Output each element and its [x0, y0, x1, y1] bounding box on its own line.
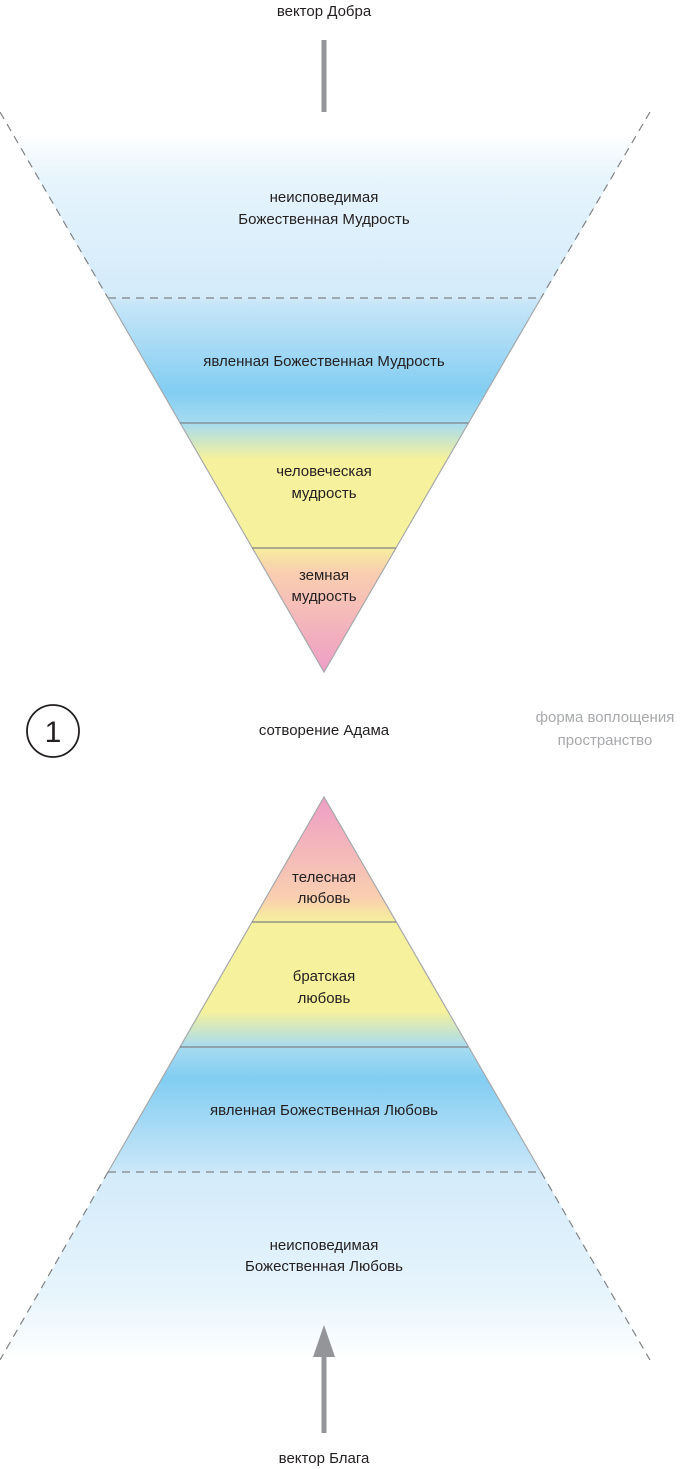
vector-good-label: вектор Добра	[277, 3, 372, 20]
number-circle	[26, 704, 80, 758]
level-brotherly-love-line1: братская	[293, 968, 356, 985]
side-note-line2: пространство	[558, 732, 653, 749]
level-unsearchable-wisdom-line2: Божественная Мудрость	[238, 211, 410, 228]
level-unsearchable-love-line1: неисповедимая	[270, 1237, 379, 1254]
level-revealed-love: явленная Божественная Любовь	[210, 1102, 438, 1119]
stage-title: сотворение Адама	[259, 722, 390, 739]
level-brotherly-love-line2: любовь	[298, 990, 351, 1007]
level-revealed-wisdom: явленная Божественная Мудрость	[203, 353, 445, 370]
love-triangle	[0, 795, 651, 1361]
stage-number: 1	[45, 716, 62, 749]
side-note-line1: форма воплощения	[536, 709, 675, 726]
level-human-wisdom-line2: мудрость	[291, 485, 356, 502]
level-earthly-wisdom-line2: мудрость	[291, 588, 356, 605]
level-unsearchable-love-line2: Божественная Любовь	[245, 1258, 403, 1275]
vector-blessing-label: вектор Блага	[279, 1450, 370, 1467]
up-arrow-icon	[313, 1325, 335, 1433]
level-human-wisdom-line1: человеческая	[276, 463, 372, 480]
level-earthly-wisdom-line1: земная	[299, 567, 349, 584]
wisdom-triangle	[0, 111, 651, 674]
level-bodily-love-line1: телесная	[292, 869, 356, 886]
level-unsearchable-wisdom-line1: неисповедимая	[270, 189, 379, 206]
level-bodily-love-line2: любовь	[298, 890, 351, 907]
